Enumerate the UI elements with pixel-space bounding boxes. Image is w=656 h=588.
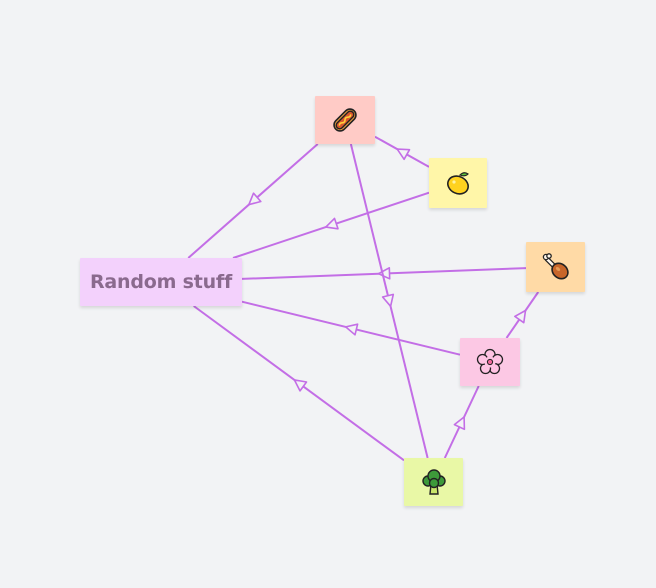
cherry-blossom-icon — [475, 347, 505, 377]
node-lemon[interactable] — [429, 158, 487, 208]
edge-arrow-flower-to-drumstick — [513, 309, 527, 324]
edge-arrow-broccoli-to-flower — [453, 416, 466, 431]
hotdog-icon — [330, 105, 360, 135]
edge-arrow-flower-to-random — [344, 323, 359, 336]
node-cherry-blossom[interactable] — [460, 338, 520, 386]
edge-arrow-broccoli-to-random — [293, 379, 308, 392]
edge-arrow-hotdog-to-random — [248, 192, 262, 206]
node-random-stuff-label: Random stuff — [89, 271, 233, 293]
lemon-icon — [443, 168, 473, 198]
node-drumstick[interactable] — [526, 242, 585, 292]
drumstick-icon — [541, 252, 571, 282]
node-random-stuff[interactable]: Random stuff — [80, 258, 242, 306]
node-broccoli[interactable] — [404, 458, 463, 506]
node-hotdog[interactable] — [315, 96, 375, 144]
edges-layer — [187, 135, 540, 462]
edge-arrow-lemon-to-hotdog — [396, 148, 411, 161]
edge-arrow-lemon-to-random — [324, 217, 339, 230]
broccoli-icon — [419, 467, 449, 497]
edge-arrow-hotdog-to-broccoli — [381, 293, 395, 308]
